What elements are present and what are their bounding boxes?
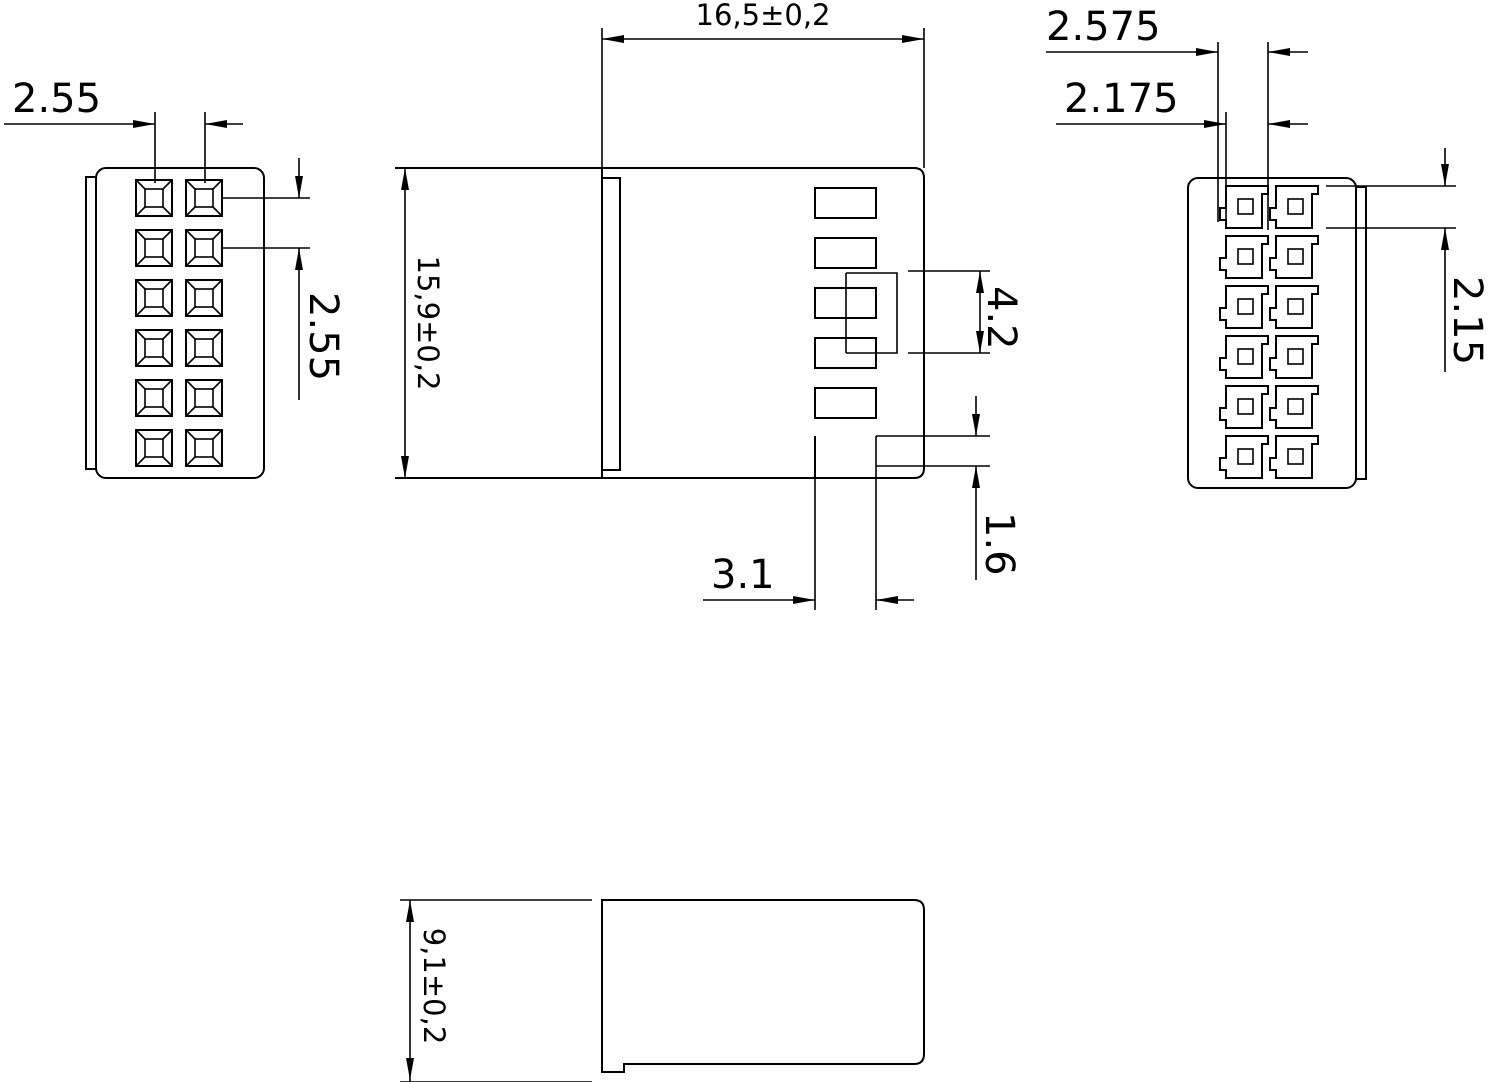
left-housing-outline	[95, 167, 265, 479]
arrowhead	[133, 120, 155, 128]
window-spacing-label: 4.2	[978, 286, 1024, 350]
bottom-top-view: 9,1±0,2	[400, 899, 925, 1082]
left-terminal-cavity	[135, 429, 173, 467]
side-window	[814, 187, 877, 219]
right-terminal-cavity	[1219, 285, 1269, 329]
window-link-bracket	[876, 272, 898, 354]
left-terminal-cavity	[185, 379, 223, 417]
left-terminal-cavity	[135, 279, 173, 317]
left-terminal-cavity	[135, 329, 173, 367]
arrowhead	[1196, 48, 1218, 56]
arrowhead	[1441, 228, 1449, 250]
left-housing-flange	[85, 176, 97, 470]
arrowhead	[602, 35, 624, 43]
right-terminal-cavity	[1219, 385, 1269, 429]
left-v-pitch-label: 2.55	[300, 292, 346, 381]
arrowhead	[295, 248, 303, 270]
right-terminal-cavity	[1269, 435, 1319, 479]
bottom-thickness-label: 9,1±0,2	[417, 928, 451, 1045]
right-terminal-cavity	[1269, 235, 1319, 279]
right-terminal-cavity	[1269, 385, 1319, 429]
arrowhead	[406, 1058, 414, 1080]
right-terminal-cavity	[1269, 285, 1319, 329]
housing-body	[601, 167, 925, 479]
left-terminal-cavity	[135, 179, 173, 217]
left-terminal-cavity	[185, 229, 223, 267]
arrowhead	[1268, 120, 1290, 128]
window-height-label: 1.6	[976, 512, 1022, 576]
window-width-label: 3.1	[711, 552, 775, 598]
left-terminal-cavity	[135, 379, 173, 417]
right-terminal-cavity	[1269, 185, 1319, 229]
arrowhead	[1441, 164, 1449, 186]
right-terminal-cavity	[1269, 335, 1319, 379]
bottom-housing	[601, 899, 925, 1073]
right-housing-outline	[1187, 177, 1357, 489]
overall-length-label: 16,5±0,2	[696, 0, 831, 32]
right-terminal-cavity	[1219, 335, 1269, 379]
arrowhead	[972, 466, 980, 488]
arrowhead	[793, 596, 815, 604]
arrowhead	[976, 331, 984, 353]
left-h-pitch-label: 2.55	[12, 76, 101, 122]
right-inner-pitch-label: 2.175	[1064, 76, 1179, 122]
right-terminal-grid	[1219, 185, 1319, 479]
right-terminal-cavity	[1219, 435, 1269, 479]
overall-height-label: 15,9±0,2	[411, 256, 445, 391]
arrowhead	[976, 271, 984, 293]
right-terminal-cavity	[1219, 235, 1269, 279]
center-side-view: 16,5±0,2 15,9±0,2 4.2 1.6 3.1	[395, 0, 1024, 610]
arrowhead	[902, 35, 924, 43]
body-edge-lines	[395, 167, 602, 479]
side-window	[814, 387, 877, 419]
arrowhead	[401, 456, 409, 478]
arrowhead	[406, 900, 414, 922]
left-terminal-grid	[135, 179, 223, 467]
left-terminal-cavity	[135, 229, 173, 267]
arrowhead	[1204, 120, 1226, 128]
side-window	[814, 237, 877, 269]
left-terminal-cavity	[185, 329, 223, 367]
right-terminal-cavity	[1219, 185, 1269, 229]
bottom-extension-lines	[400, 899, 592, 1082]
arrowhead	[401, 168, 409, 190]
right-housing-flange	[1355, 186, 1367, 480]
arrowhead	[876, 596, 898, 604]
right-outer-pitch-label: 2.575	[1046, 4, 1161, 50]
left-terminal-cavity	[185, 279, 223, 317]
left-end-view: 2.55 2.55	[4, 76, 346, 479]
left-terminal-cavity	[185, 429, 223, 467]
arrowhead	[972, 414, 980, 436]
housing-flange	[601, 177, 621, 471]
arrowhead	[1268, 48, 1290, 56]
right-v-pitch-label: 2.15	[1444, 276, 1490, 365]
right-end-view: 2.575 2.175 2.15	[1046, 4, 1490, 489]
left-terminal-cavity	[185, 179, 223, 217]
arrowhead	[205, 120, 227, 128]
arrowhead	[295, 176, 303, 198]
